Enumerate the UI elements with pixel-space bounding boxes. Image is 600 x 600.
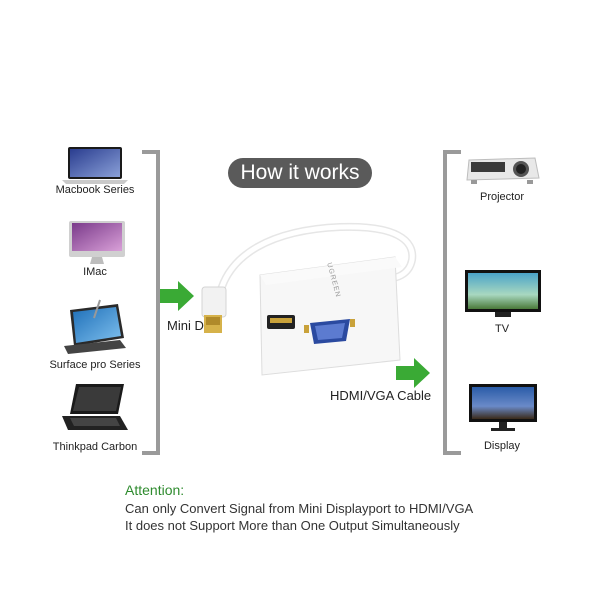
- device-label-display: Display: [483, 440, 521, 452]
- input-label: Mini DP: [167, 318, 213, 333]
- device-surface: [60, 298, 130, 358]
- thinkpad-icon: [62, 384, 128, 430]
- attention-line-1: Can only Convert Signal from Mini Displa…: [125, 501, 474, 516]
- tv-icon: [465, 270, 541, 317]
- macbook-icon: [62, 147, 128, 184]
- device-display: [467, 383, 539, 435]
- attention-heading: Attention:: [125, 482, 185, 498]
- input-arrow-icon: [160, 281, 194, 311]
- device-thinkpad: [58, 380, 130, 438]
- device-label-surface: Surface pro Series: [49, 359, 141, 371]
- output-arrow-icon: [396, 358, 430, 388]
- device-macbook: [60, 145, 130, 200]
- right-bracket: [443, 150, 461, 455]
- surface-icon: [64, 299, 126, 354]
- device-projector: [463, 152, 543, 188]
- projector-icon: [466, 157, 540, 184]
- device-label-tv: TV: [494, 323, 510, 335]
- page-title: How it works: [228, 158, 372, 188]
- device-imac: [67, 220, 127, 270]
- left-bracket: [142, 150, 160, 455]
- device-label-thinkpad: Thinkpad Carbon: [52, 441, 138, 453]
- device-label-macbook: Macbook Series: [55, 184, 135, 196]
- output-label: HDMI/VGA Cable: [330, 388, 432, 403]
- device-label-imac: IMac: [83, 266, 107, 278]
- display-icon: [469, 384, 537, 431]
- adapter-icon: [201, 222, 417, 376]
- attention-line-2: It does not Support More than One Output…: [125, 518, 460, 533]
- device-label-projector: Projector: [479, 191, 525, 203]
- imac-icon: [69, 221, 125, 264]
- device-tv: [463, 269, 543, 321]
